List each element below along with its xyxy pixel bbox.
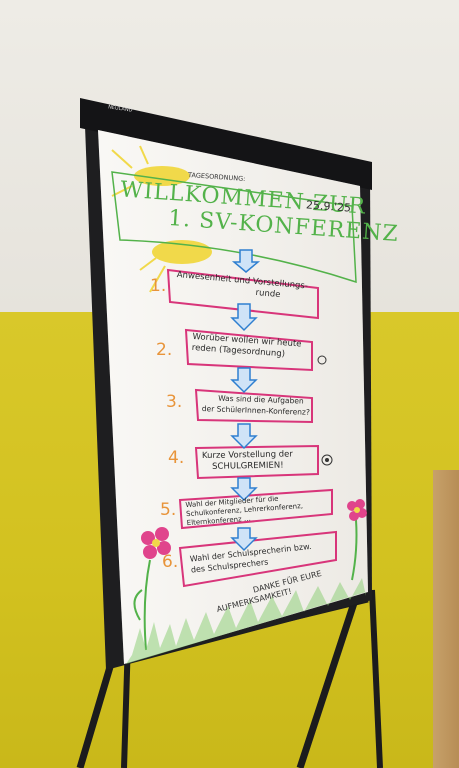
step-4-line-b: SCHULGREMIEN! xyxy=(212,460,284,472)
agenda-label: TAGESORDNUNG: xyxy=(187,171,246,183)
door-frame xyxy=(433,470,459,768)
easel-leg-back xyxy=(369,589,383,768)
flow-arrows xyxy=(230,249,261,552)
flipchart-brand: NEULAND xyxy=(107,104,133,114)
step-text-2: Worüber wollen wir heute reden (Tagesord… xyxy=(191,332,310,362)
sun-rays xyxy=(111,145,166,293)
eye-doodle xyxy=(321,454,333,466)
step-text-1: Anwesenheit und Vorstellungs- runde xyxy=(175,270,314,304)
sun-doodle xyxy=(317,355,327,365)
step-text-3: Was sind die Aufgaben der SchülerInnen-K… xyxy=(202,392,315,418)
grass-drawing xyxy=(126,578,366,664)
step-number-6: 6. xyxy=(162,552,179,572)
step-box-3 xyxy=(194,388,313,424)
step-number-2: 2. xyxy=(156,340,173,360)
step-text-5: Wahl der Mitglieder für die Schulkonfere… xyxy=(185,491,335,528)
step-number-1: 1. xyxy=(150,276,167,296)
step-box-4 xyxy=(194,444,319,480)
step-number-5: 5. xyxy=(160,500,177,520)
easel-clamp-bar xyxy=(80,98,372,190)
flower-left xyxy=(133,527,171,651)
thanks-note: DANKE FÜR EURE AUFMERKSAMKEIT! xyxy=(213,569,325,615)
step-boxes xyxy=(166,268,337,588)
flower-right xyxy=(347,499,367,581)
step-text-4: Kurze Vorstellung der SCHULGREMIEN! xyxy=(202,449,318,473)
step-box-5 xyxy=(178,488,333,530)
step-number-3: 3. xyxy=(166,392,183,412)
step-box-2 xyxy=(184,328,313,372)
step-number-4: 4. xyxy=(168,448,185,468)
easel-leg-right xyxy=(296,598,359,768)
step-box-6 xyxy=(178,530,337,588)
step-box-1 xyxy=(166,268,319,320)
